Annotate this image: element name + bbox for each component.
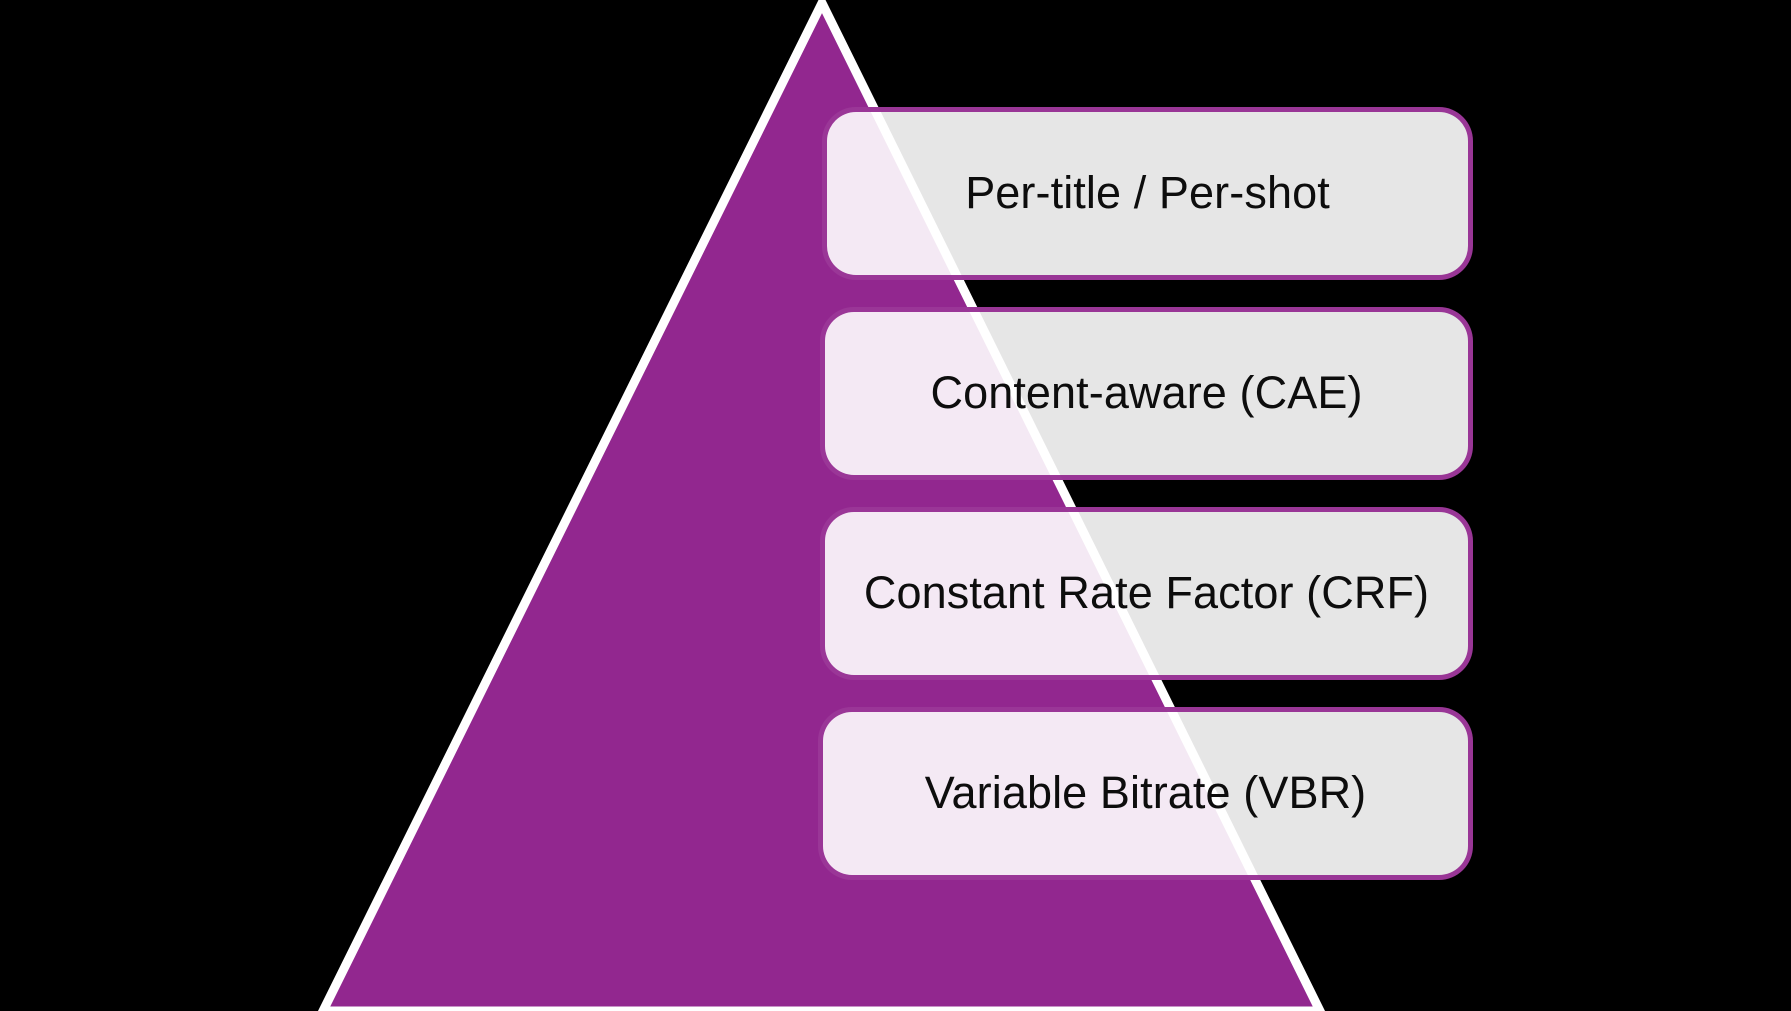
tier-label: Per-title / Per-shot <box>965 167 1330 219</box>
tier-box-constant-rate-factor-crf[interactable]: Constant Rate Factor (CRF) <box>820 507 1473 680</box>
tier-label: Variable Bitrate (VBR) <box>924 767 1367 819</box>
tier-box-content-aware-cae[interactable]: Content-aware (CAE) <box>820 307 1473 480</box>
tier-box-variable-bitrate-vbr[interactable]: Variable Bitrate (VBR) <box>818 707 1473 880</box>
tier-label: Content-aware (CAE) <box>930 367 1363 419</box>
tier-box-per-title-per-shot[interactable]: Per-title / Per-shot <box>822 107 1473 280</box>
tier-label: Constant Rate Factor (CRF) <box>863 567 1430 619</box>
